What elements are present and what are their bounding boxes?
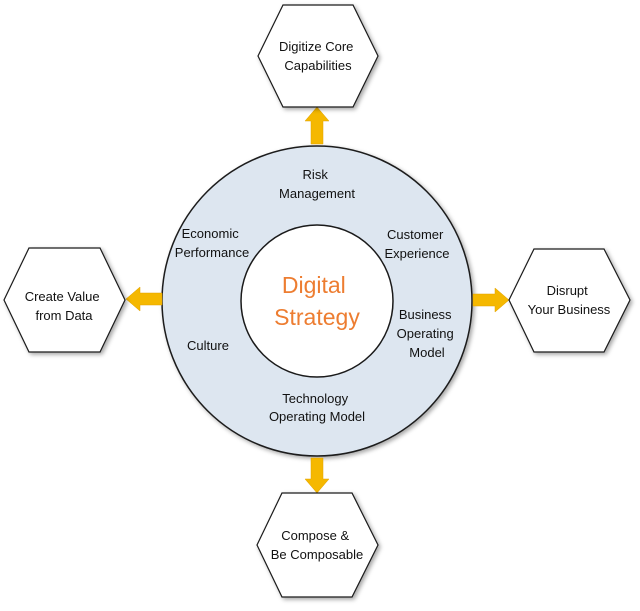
outcome-label-top: Digitize Core Capabilities xyxy=(279,39,357,73)
ring-label-risk-management: Risk Management xyxy=(279,167,355,201)
outcome-label-bottom: Compose & Be Composable xyxy=(271,528,364,562)
ring-label-culture: Culture xyxy=(187,338,229,353)
inner-circle xyxy=(240,224,394,378)
arrow-right xyxy=(472,287,510,313)
outcome-hexagon-right: Disrupt Your Business xyxy=(508,248,631,353)
hexagon-shape xyxy=(3,247,126,353)
outcome-hexagon-bottom: Compose & Be Composable xyxy=(256,492,379,598)
ring-label-technology-operating-model: Technology Operating Model xyxy=(269,391,365,424)
outcome-hexagon-top: Digitize Core Capabilities xyxy=(257,4,379,108)
ring-label-business-operating-model: Business Operating Model xyxy=(397,307,458,360)
hexagon-shape xyxy=(508,248,631,353)
center-title: Digital Strategy xyxy=(274,272,360,330)
outcome-label-left: Create Value from Data xyxy=(25,289,104,323)
ring-label-economic-performance: Economic Performance xyxy=(175,226,249,260)
ring-label-customer-experience: Customer Experience xyxy=(384,227,449,261)
arrow-up xyxy=(304,106,330,145)
outcome-label-right: Disrupt Your Business xyxy=(528,283,611,317)
arrow-down xyxy=(304,457,330,494)
hexagon-shape xyxy=(257,4,379,108)
arrow-left xyxy=(125,286,163,312)
outcome-hexagon-left: Create Value from Data xyxy=(3,247,126,353)
hexagon-shape xyxy=(256,492,379,598)
